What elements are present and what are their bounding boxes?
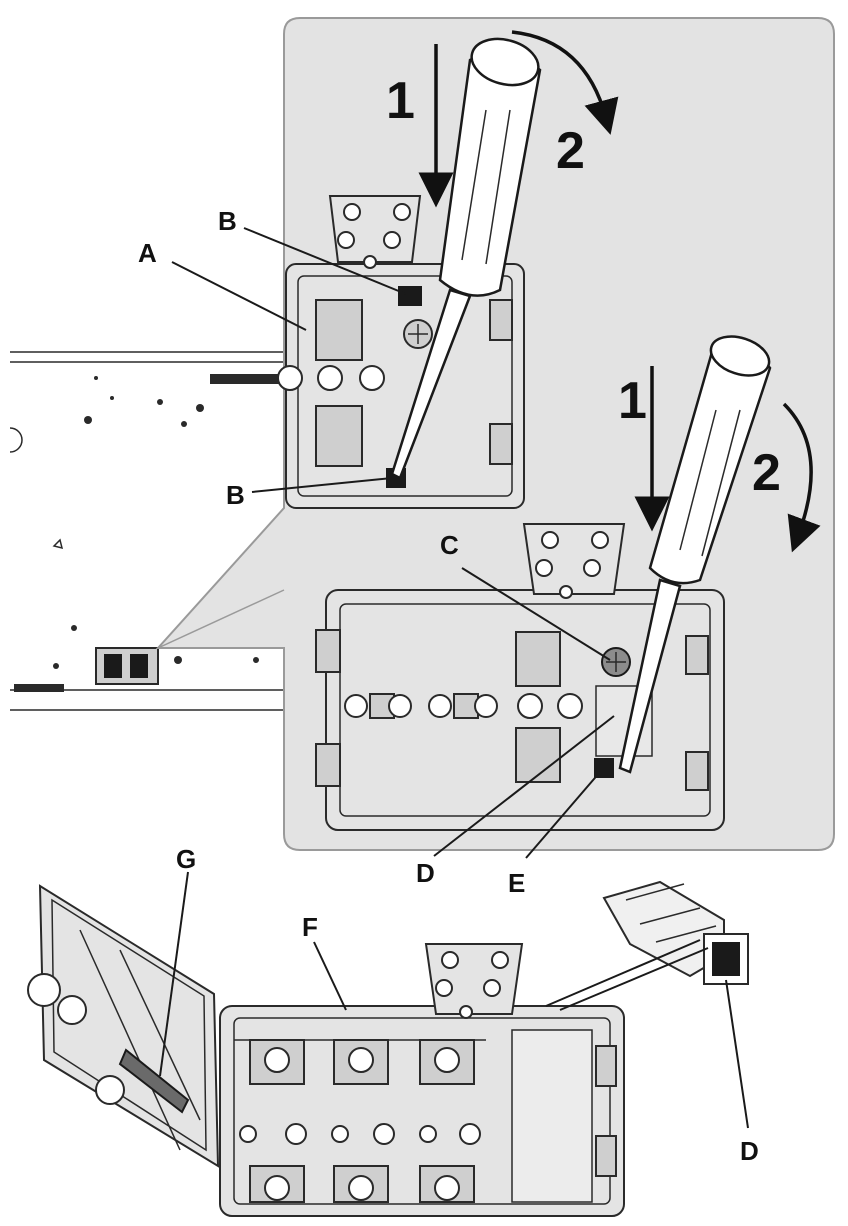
callout-a: A — [138, 238, 157, 268]
callout-d-right: D — [740, 1136, 759, 1166]
board-connector — [95, 647, 159, 685]
callout-e: E — [508, 868, 525, 898]
terminal-block-top — [277, 195, 525, 509]
board-marking — [9, 427, 23, 453]
cover-gasket — [118, 1048, 190, 1114]
enclosure-base — [219, 943, 625, 1217]
callout-d-middle: D — [416, 858, 435, 888]
terminal-row-bottom — [249, 1165, 475, 1203]
step-number-push-top: 1 — [386, 72, 415, 130]
wire-entries — [239, 1123, 481, 1145]
step-number-rotate-middle: 2 — [752, 444, 781, 502]
callout-g: G — [176, 844, 196, 874]
rotate-arrow-top — [511, 30, 619, 135]
board-marking-small — [52, 538, 64, 550]
circuit-board — [9, 351, 291, 711]
callout-b-top: B — [218, 206, 237, 236]
mounting-tab-top — [328, 195, 422, 269]
step-number-rotate-top: 2 — [556, 122, 585, 180]
callout-f: F — [302, 912, 318, 942]
hinged-cover — [27, 884, 220, 1168]
screwdriver-middle — [618, 335, 772, 774]
callout-c: C — [440, 530, 459, 560]
rotate-arrow-middle — [782, 402, 821, 553]
removed-cover-part — [545, 880, 749, 1011]
step-number-push-middle: 1 — [618, 372, 647, 430]
screwdriver-top — [390, 37, 542, 480]
mounting-tab-middle — [522, 523, 626, 599]
board-pins — [14, 374, 280, 692]
terminal-row-top — [249, 1039, 475, 1085]
mounting-tab-bottom — [424, 943, 524, 1019]
board-dots — [53, 376, 259, 669]
leader-lines — [159, 227, 749, 1129]
callout-b-bottom: B — [226, 480, 245, 510]
empty-cover-slot — [511, 1029, 593, 1203]
